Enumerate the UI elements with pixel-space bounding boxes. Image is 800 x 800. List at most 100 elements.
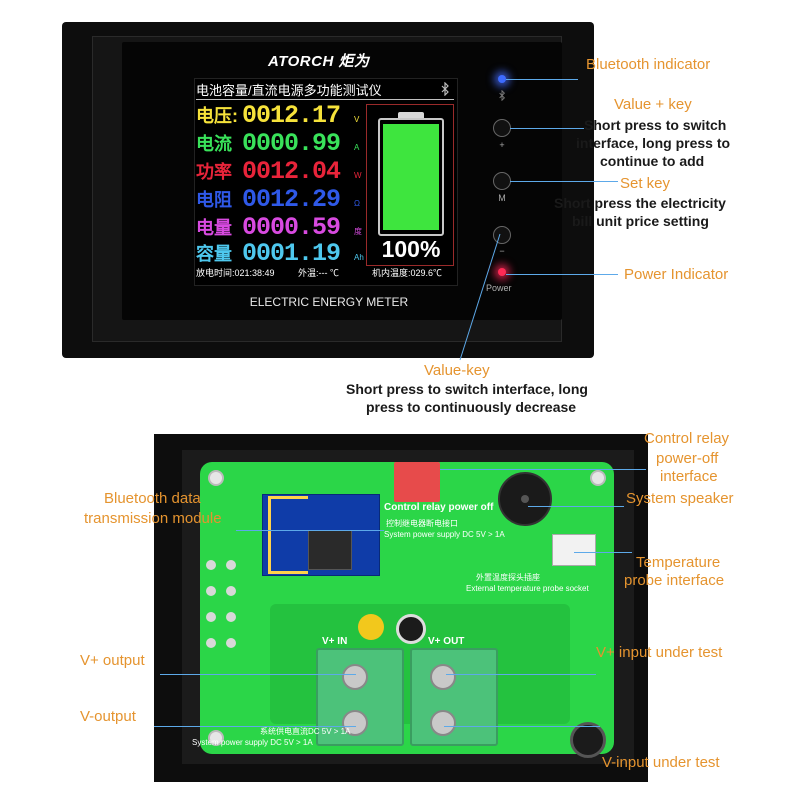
callout-line: [528, 506, 624, 507]
relay-supply-text: System power supply DC 5V > 1A: [384, 530, 505, 539]
solder-pad: [226, 560, 236, 570]
callout-line: [236, 530, 384, 531]
callout-line: [160, 674, 356, 675]
system-speaker: [498, 472, 552, 526]
callout-line: [574, 552, 632, 553]
reading-value: 0000.59: [242, 213, 341, 242]
terminal-screw[interactable]: [342, 710, 368, 736]
callout-value-plus-key: Value + key: [614, 96, 692, 113]
reading-value: 0001.19: [242, 239, 341, 268]
reading-label: 电阻: [196, 190, 232, 210]
reading-unit: 度: [354, 227, 362, 236]
meter-footer-label: ELECTRIC ENERGY METER: [249, 295, 409, 309]
reading-value: 0012.04: [242, 157, 341, 186]
relay-text: Control relay power off: [384, 502, 494, 513]
callout-v-minus-output: V-output: [80, 708, 136, 725]
callout-temperature-probe: Temperature: [636, 554, 721, 571]
plus-symbol: +: [499, 140, 505, 150]
callout-line: [444, 726, 600, 727]
value-plus-key[interactable]: [493, 119, 511, 137]
electrolytic-capacitor: [396, 614, 426, 644]
output-terminal-block: [410, 648, 498, 746]
solder-pad: [226, 638, 236, 648]
callout-system-speaker: System speaker: [626, 490, 734, 507]
reading-power: 功率 0012.04 W: [196, 157, 362, 186]
solder-pad: [206, 560, 216, 570]
callout-control-relay: Control relay: [644, 430, 730, 447]
reading-label: 电压:: [196, 106, 238, 126]
relay-connector: [394, 462, 440, 502]
callout-line: [154, 726, 356, 727]
reading-label: 容量: [196, 244, 232, 264]
callout-line: [440, 469, 646, 470]
solder-pad: [206, 638, 216, 648]
callout-bluetooth-module: Bluetooth data: [104, 490, 201, 507]
vin-label: V+ IN: [322, 636, 348, 647]
battery-percent: 100%: [381, 236, 441, 262]
reading-unit: Ah: [354, 253, 364, 262]
bluetooth-chip: [308, 530, 352, 570]
bluetooth-led: [498, 75, 506, 83]
callout-v-minus-input: V-input under test: [602, 754, 720, 771]
pad-strip: [206, 560, 242, 680]
callout-v-plus-input: V+ input under test: [596, 644, 723, 661]
callout-power-indicator: Power Indicator: [624, 266, 729, 283]
reading-label: 电量: [196, 218, 232, 238]
reading-unit: Ω: [354, 199, 360, 208]
power-label: Power: [486, 283, 512, 293]
reading-unit: V: [354, 115, 360, 124]
battery-frame: [366, 104, 454, 266]
reading-unit: A: [354, 143, 360, 152]
internal-temperature: 机内温度:029.6℃: [372, 268, 443, 278]
terminal-screw[interactable]: [342, 664, 368, 690]
brand-logo: ATORCH 炬为: [268, 53, 370, 70]
bluetooth-icon: [499, 90, 506, 101]
battery-icon: [378, 118, 444, 236]
callout-set-key: Set key: [620, 175, 671, 192]
callout-desc: Short press to switch: [584, 117, 727, 133]
temperature-probe-socket: [552, 534, 596, 566]
mount-hole: [208, 730, 224, 746]
antenna-trace: [268, 496, 308, 574]
callout-control-relay-line3: interface: [660, 468, 718, 485]
power-led: [498, 268, 506, 276]
callout-value-minus-key: Value-key: [424, 362, 490, 379]
mount-hole: [590, 470, 606, 486]
reading-capacity: 容量 0001.19 Ah: [196, 239, 364, 268]
callout-line: [510, 128, 584, 129]
solder-pad: [206, 586, 216, 596]
temp-socket-text: External temperature probe socket: [466, 584, 589, 593]
solder-pad: [206, 612, 216, 622]
callout-bluetooth-indicator: Bluetooth indicator: [586, 56, 711, 73]
reading-value: 0012.17: [242, 101, 341, 130]
solder-pad: [226, 612, 236, 622]
solder-pad: [226, 586, 236, 596]
callout-line: [506, 274, 618, 275]
vout-label: V+ OUT: [428, 636, 465, 647]
callout-desc: Short press the electricity: [554, 195, 726, 211]
relay-text-cn: 控制继电器断电接口: [386, 519, 458, 528]
value-minus-key[interactable]: [493, 226, 511, 244]
callout-line: [459, 233, 501, 361]
mount-hole: [208, 470, 224, 486]
m-symbol: M: [498, 193, 506, 203]
reading-voltage: 电压: 0012.17 V: [196, 101, 360, 130]
callout-desc: interface, long press to: [576, 135, 731, 151]
callout-line: [510, 181, 618, 182]
temp-socket-text-cn: 外置温度探头插座: [476, 573, 540, 582]
terminal-screw[interactable]: [430, 664, 456, 690]
minus-symbol: −: [499, 246, 505, 256]
callout-bluetooth-module-line2: transmission module: [84, 510, 222, 527]
callout-desc: continue to add: [600, 153, 705, 169]
set-key[interactable]: [493, 172, 511, 190]
battery-level-fill: [383, 124, 439, 230]
callout-desc: Short press to switch interface, long: [346, 381, 588, 397]
reading-energy: 电量 0000.59 度: [196, 213, 362, 242]
lcd-title: 电池容量/直流电源多功能测试仪: [196, 83, 382, 98]
callout-temperature-probe-line2: probe interface: [624, 572, 725, 589]
supply-text: System power supply DC 5V > 1A: [192, 738, 313, 747]
terminal-screw[interactable]: [430, 710, 456, 736]
reading-value: 0000.99: [242, 129, 341, 158]
external-temperature: 外温:--- ℃: [298, 268, 339, 278]
callout-control-relay-line2: power-off: [656, 450, 719, 467]
